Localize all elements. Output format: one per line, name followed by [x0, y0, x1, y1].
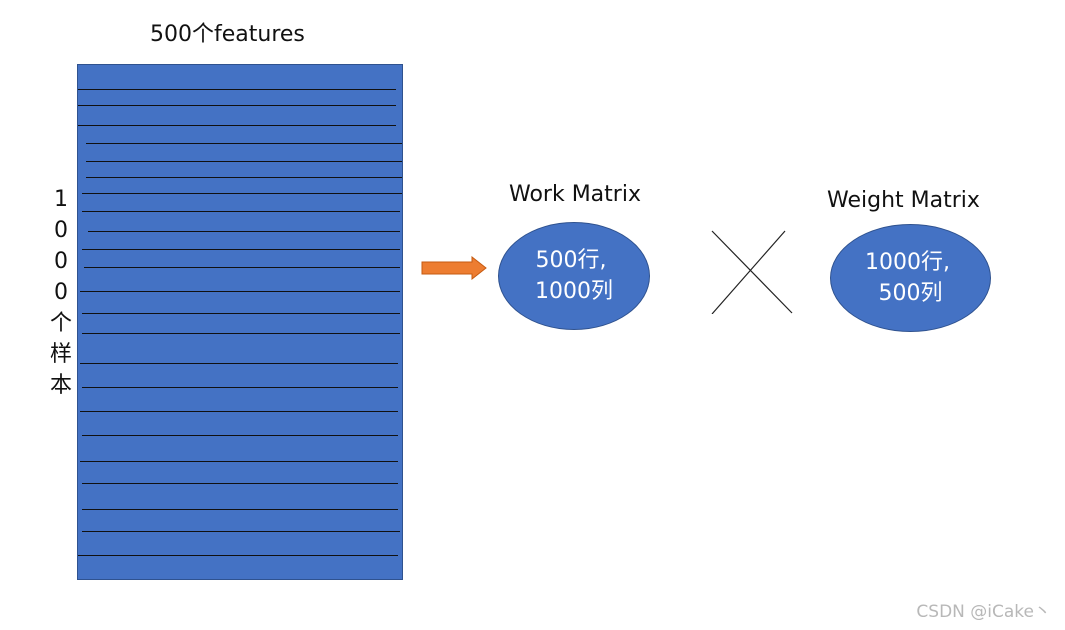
matrix-row-line	[80, 291, 400, 292]
matrix-row-line	[80, 461, 398, 462]
right-arrow-icon	[421, 256, 487, 280]
weight-matrix-ellipse: 1000行, 500列	[830, 224, 991, 332]
work-matrix-cols: 1000列	[535, 279, 613, 304]
matrix-row-line	[78, 125, 396, 126]
matrix-row-line	[82, 211, 400, 212]
matrix-row-line	[82, 435, 398, 436]
weight-matrix-rows: 1000行,	[865, 250, 950, 275]
matrix-row-line	[86, 161, 402, 162]
matrix-row-line	[82, 509, 398, 510]
side-label-char: 本	[49, 373, 72, 398]
matrix-row-line	[78, 555, 398, 556]
matrix-top-label: 500个features	[150, 22, 305, 47]
side-label-char: 0	[54, 280, 68, 305]
multiply-icon	[711, 230, 793, 314]
work-matrix-ellipse: 500行, 1000列	[498, 222, 650, 330]
side-label-char: 0	[54, 218, 68, 243]
matrix-row-line	[88, 231, 400, 232]
matrix-row-line	[86, 143, 402, 144]
multiply-stroke	[711, 230, 786, 314]
matrix-row-line	[80, 411, 398, 412]
matrix-side-label: 1 0 0 0 个 样 本	[44, 184, 78, 401]
matrix-row-line	[80, 363, 398, 364]
work-matrix-rows: 500行,	[535, 248, 607, 273]
matrix-row-line	[84, 267, 400, 268]
data-matrix-block	[77, 64, 403, 580]
side-label-char: 0	[54, 249, 68, 274]
side-label-char: 样	[49, 342, 72, 367]
matrix-row-line	[82, 249, 400, 250]
watermark-text: CSDN @iCake丶	[916, 602, 1051, 622]
arrow-shape	[421, 256, 487, 280]
weight-matrix-title: Weight Matrix	[827, 188, 980, 213]
side-label-char: 个	[49, 311, 72, 336]
matrix-row-line	[82, 483, 398, 484]
matrix-row-line	[82, 531, 400, 532]
matrix-row-line	[78, 89, 396, 90]
weight-matrix-cols: 500列	[878, 281, 943, 306]
matrix-row-line	[82, 387, 398, 388]
matrix-row-line	[82, 193, 402, 194]
matrix-row-line	[82, 333, 400, 334]
side-label-char: 1	[54, 187, 68, 212]
multiply-stroke	[711, 230, 793, 314]
matrix-row-line	[86, 177, 402, 178]
work-matrix-title: Work Matrix	[509, 182, 641, 207]
matrix-row-line	[82, 313, 400, 314]
matrix-row-line	[78, 105, 396, 106]
